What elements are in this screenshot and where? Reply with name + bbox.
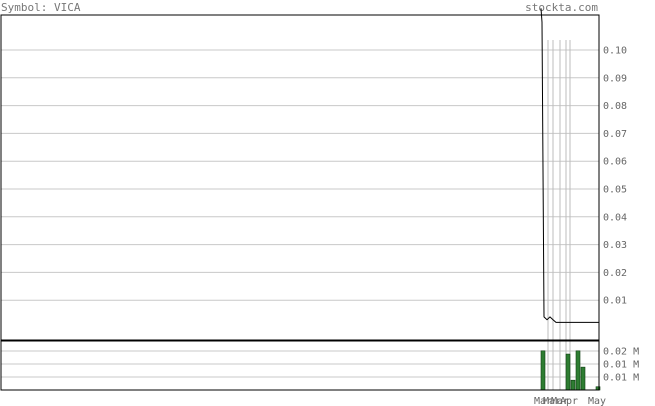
price-y-ticks: 0.10 0.09 0.08 0.07 0.06 0.05 0.04 0.03 0.02 0.01 — [603, 46, 627, 307]
volume-bar — [540, 350, 546, 391]
site-label: stockta.com — [525, 1, 598, 14]
x-axis-label: Mar — [534, 396, 552, 406]
price-tick-label: 0.08 — [603, 101, 627, 112]
volume-bar — [575, 350, 581, 391]
volume-panel: 0.02 M 0.01 M 0.01 M — [0, 340, 639, 391]
price-frame — [0, 14, 600, 341]
volume-bar — [580, 366, 586, 391]
price-grid — [1, 49, 599, 301]
price-tick-label: 0.06 — [603, 157, 627, 168]
price-tick-label: 0.02 — [603, 268, 627, 279]
volume-grid — [1, 350, 599, 378]
price-tick-label: 0.05 — [603, 185, 627, 196]
price-tick-label: 0.10 — [603, 46, 627, 57]
volume-tick-label: 0.01 M — [603, 360, 639, 371]
x-axis-label: Apr — [560, 396, 578, 406]
x-axis-label: May — [588, 396, 606, 406]
symbol-label: Symbol: VICA — [1, 1, 81, 14]
price-tick-label: 0.07 — [603, 129, 627, 140]
price-tick-label: 0.01 — [603, 296, 627, 307]
volume-bar — [565, 353, 571, 391]
price-line — [540, 8, 599, 323]
x-axis-label: Mar — [543, 396, 561, 406]
price-tick-label: 0.09 — [603, 73, 627, 84]
volume-y-ticks: 0.02 M 0.01 M 0.01 M — [603, 347, 639, 384]
price-vertical-lines — [547, 40, 600, 340]
volume-frame — [0, 340, 600, 391]
volume-tick-label: 0.01 M — [603, 373, 639, 384]
volume-tick-label: 0.02 M — [603, 347, 639, 358]
volume-bar — [570, 379, 576, 391]
x-axis-label: Mar — [551, 396, 569, 406]
price-panel: 0.10 0.09 0.08 0.07 0.06 0.05 0.04 0.03 0.02 0.01 — [0, 8, 627, 341]
price-tick-label: 0.04 — [603, 212, 627, 223]
price-tick-label: 0.03 — [603, 240, 627, 251]
